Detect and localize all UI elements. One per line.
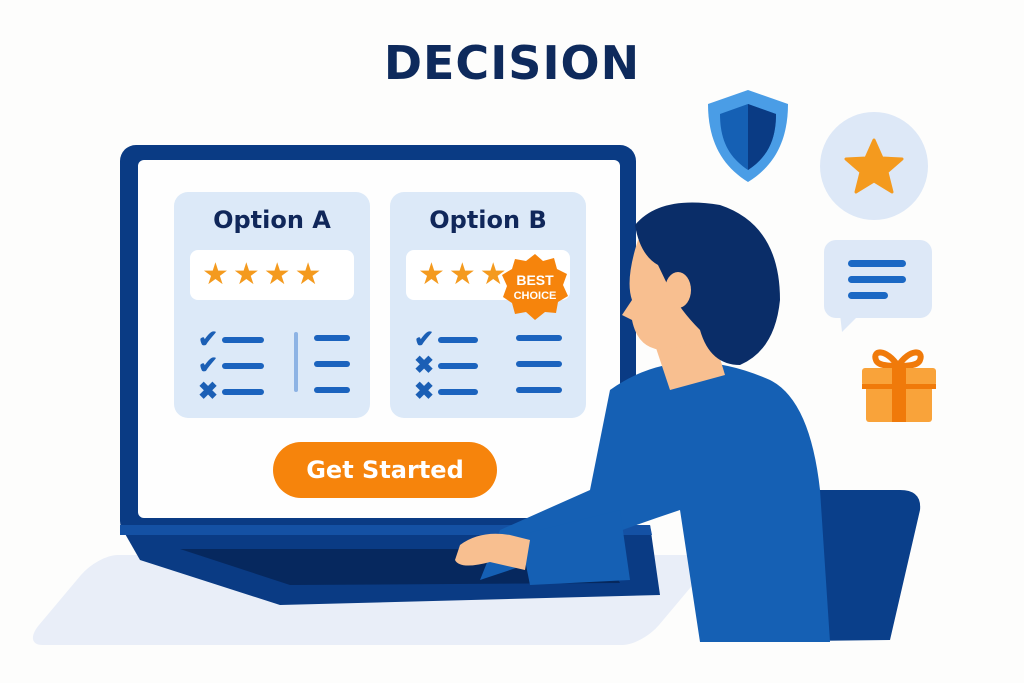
get-started-button[interactable]: Get Started (273, 442, 497, 498)
cross-icon: ✖ (414, 378, 435, 405)
best-choice-badge: BEST CHOICE (500, 252, 570, 322)
feature-row: ✔ (198, 353, 264, 379)
option-a-title: Option A (213, 206, 331, 234)
check-icon: ✔ (198, 352, 219, 379)
person-illustration (455, 202, 921, 642)
page-title: DECISION (383, 36, 641, 90)
cross-icon: ✖ (198, 378, 219, 405)
feature-row: ✖ (414, 353, 478, 379)
seal-icon (502, 254, 568, 320)
option-b-title: Option B (429, 206, 547, 234)
feature-row: ✖ (414, 379, 478, 405)
badge-line1: BEST (516, 272, 554, 288)
gift-icon (862, 349, 936, 422)
option-a-detail-list (314, 335, 350, 393)
shield-icon (708, 90, 788, 182)
option-b-feature-list: ✔ ✖ ✖ (414, 327, 478, 405)
feature-row: ✔ (414, 327, 478, 353)
star-icon (844, 138, 904, 194)
option-a-card[interactable]: Option A ★★★★ ✔ ✔ ✖ (174, 192, 370, 418)
option-b-detail-list (516, 335, 562, 393)
rating-stars-icon: ★★★ (418, 258, 511, 291)
check-icon: ✔ (414, 326, 435, 353)
chat-bubble-icon (824, 240, 932, 332)
feature-row: ✔ (198, 327, 264, 353)
rating-stars-icon: ★★★★ (202, 258, 326, 291)
option-a-rating: ★★★★ (190, 250, 354, 300)
feature-row: ✖ (198, 379, 264, 405)
star-badge (820, 112, 928, 220)
check-icon: ✔ (198, 326, 219, 353)
cross-icon: ✖ (414, 352, 435, 379)
column-divider (294, 332, 298, 392)
option-a-feature-list: ✔ ✔ ✖ (198, 327, 264, 405)
badge-line2: CHOICE (513, 290, 557, 302)
